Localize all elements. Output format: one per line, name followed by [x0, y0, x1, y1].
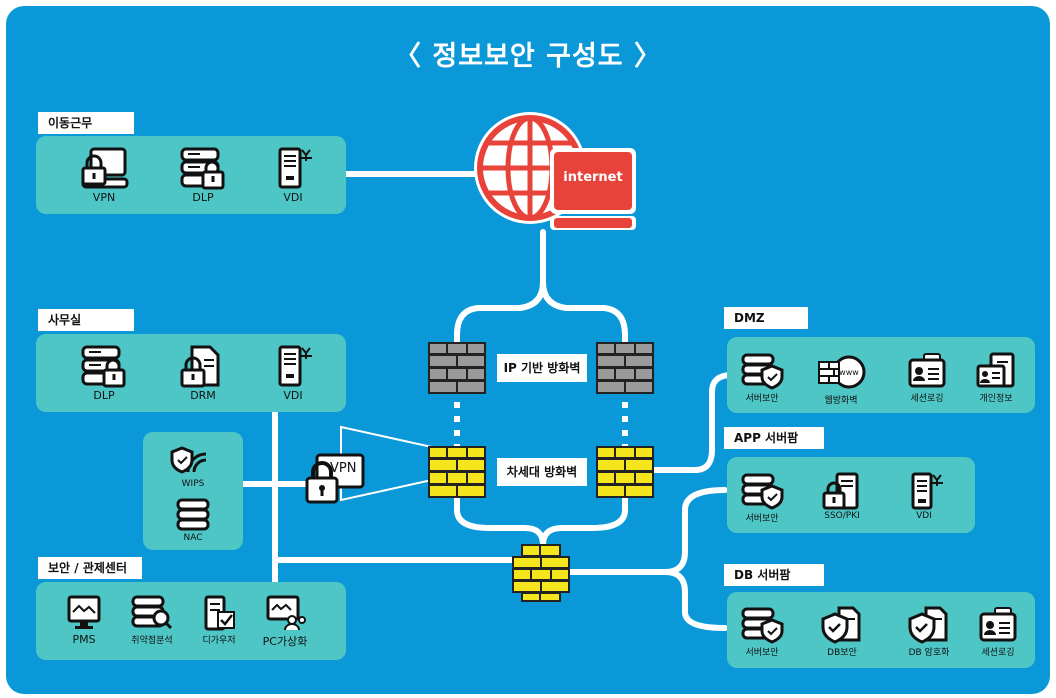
- pc-tower-icon: [278, 345, 312, 387]
- monitor-icon: [67, 595, 101, 629]
- app-item-sso-pki: SSO/PKI: [802, 472, 882, 521]
- line-core-app: [567, 487, 728, 575]
- ip-firewall-right-icon: [596, 342, 654, 394]
- server-lock-icon: [822, 472, 859, 510]
- laptop-lock-icon: [81, 147, 129, 189]
- db-item-session-logging-label: 세션로깅: [981, 648, 1015, 658]
- pc-tower-icon: [911, 472, 943, 510]
- security-item-pms-label: PMS: [72, 633, 96, 646]
- app-item-vdi: VDI: [884, 472, 964, 521]
- mobile-item-vpn-label: VPN: [92, 191, 116, 204]
- mobile-item-vdi: VDI: [253, 146, 333, 204]
- document-shield-icon: [821, 606, 861, 644]
- vpn-gateway-label: VPN: [330, 461, 357, 476]
- office-sub-item-nac: NAC: [153, 498, 233, 543]
- id-card-icon: [908, 353, 946, 388]
- ngfw-right-icon: [596, 446, 654, 498]
- office-item-vdi-label: VDI: [283, 389, 303, 402]
- monitor-users-icon: [266, 595, 306, 631]
- server-shield-icon: [741, 473, 784, 510]
- security-center-title: 보안 / 관제센터: [38, 557, 142, 579]
- core-firewall-icon: [512, 544, 570, 602]
- office-item-drm: DRM: [163, 344, 243, 402]
- document-shield-icon: [908, 606, 948, 644]
- server-lock-icon: [81, 345, 126, 388]
- server-lock-icon: [180, 147, 225, 190]
- server-stack-icon: [176, 498, 210, 531]
- line-internet-ip-fw-right: [540, 279, 628, 348]
- office-item-drm-label: DRM: [190, 389, 216, 402]
- office-title: 사무실: [38, 309, 134, 331]
- id-card-icon: [979, 607, 1017, 642]
- server-search-icon: [131, 595, 173, 630]
- office-item-dlp: DLP: [64, 344, 144, 402]
- globe-icon: [474, 112, 636, 230]
- mobile-title: 이동근무: [38, 112, 134, 134]
- page-title: 〈 정보보안 구성도 〉: [393, 41, 663, 72]
- device-check-icon: [204, 595, 235, 631]
- pc-tower-icon: [278, 147, 312, 189]
- office-sub-item-nac-label: NAC: [183, 533, 203, 543]
- security-item-vuln-label: 취약점분석: [131, 636, 173, 646]
- db-item-db-encryption: DB 암호화: [889, 606, 969, 658]
- mobile-item-vpn: VPN: [64, 146, 144, 204]
- line-core-db: [662, 569, 728, 631]
- office-sub-item-wips: WIPS: [153, 444, 233, 489]
- security-item-vuln: 취약점분석: [112, 594, 192, 646]
- office-sub-item-wips-label: WIPS: [181, 479, 205, 489]
- server-shield-icon: [741, 353, 784, 390]
- internet-label: internet: [563, 170, 623, 185]
- ngfw-left-icon: [428, 446, 486, 498]
- line-ngfw-dmz: [652, 372, 735, 473]
- app-item-server-security-label: 서버보안: [745, 514, 779, 524]
- web-firewall-icon: www: [818, 355, 866, 389]
- app-item-sso-pki-label: SSO/PKI: [824, 511, 860, 521]
- ip-firewall-left-icon: [428, 342, 486, 394]
- line-ngfw-left-core: [454, 492, 546, 548]
- db-item-db-security: DB보안: [802, 606, 882, 658]
- vpn-gateway-icon: [305, 453, 365, 504]
- dmz-item-web-firewall: www 웹방화벽: [801, 354, 881, 406]
- office-item-vdi: VDI: [253, 344, 333, 402]
- security-item-pc-virtual-label: PC가상화: [262, 635, 308, 648]
- db-item-db-security-label: DB보안: [827, 648, 857, 658]
- db-item-session-logging: 세션로깅: [958, 606, 1038, 658]
- personal-info-icon: [976, 352, 1015, 388]
- security-item-pc-virtual: PC가상화: [245, 594, 325, 649]
- office-item-dlp-label: DLP: [93, 389, 115, 402]
- app-item-vdi-label: VDI: [916, 511, 932, 521]
- dmz-item-server-security-label: 서버보안: [745, 394, 779, 404]
- document-lock-icon: [180, 345, 220, 388]
- dmz-item-session-logging: 세션로깅: [887, 352, 967, 404]
- db-item-db-encryption-label: DB 암호화: [908, 648, 950, 658]
- app-item-server-security: 서버보안: [722, 472, 802, 524]
- wireless-shield-icon: [170, 446, 207, 474]
- dmz-item-personal-info-label: 개인정보: [979, 394, 1013, 404]
- dmz-item-session-logging-label: 세션로깅: [910, 394, 944, 404]
- security-item-degausser: 디가우저: [179, 594, 259, 646]
- line-ngfw-right-core: [540, 492, 628, 548]
- mobile-item-vdi-label: VDI: [283, 191, 303, 204]
- ngfw-label: 차세대 방화벽: [497, 458, 587, 486]
- db-farm-title: DB 서버팜: [724, 564, 824, 586]
- app-farm-title: APP 서버팜: [724, 427, 824, 449]
- security-item-degausser-label: 디가우저: [202, 636, 236, 646]
- line-internet-ip-fw-left: [454, 229, 546, 348]
- dmz-item-personal-info: 개인정보: [956, 352, 1036, 404]
- dmz-item-server-security: 서버보안: [722, 352, 802, 404]
- server-shield-icon: [741, 607, 784, 644]
- mobile-item-dlp: DLP: [163, 146, 243, 204]
- mobile-item-dlp-label: DLP: [192, 191, 214, 204]
- security-item-pms: PMS: [44, 594, 124, 646]
- svg-text:www: www: [839, 368, 859, 377]
- dmz-item-web-firewall-label: 웹방화벽: [824, 396, 858, 406]
- dmz-title: DMZ: [724, 307, 808, 329]
- db-item-server-security-label: 서버보안: [745, 648, 779, 658]
- db-item-server-security: 서버보안: [722, 606, 802, 658]
- ip-firewall-label: IP 기반 방화벽: [497, 354, 587, 382]
